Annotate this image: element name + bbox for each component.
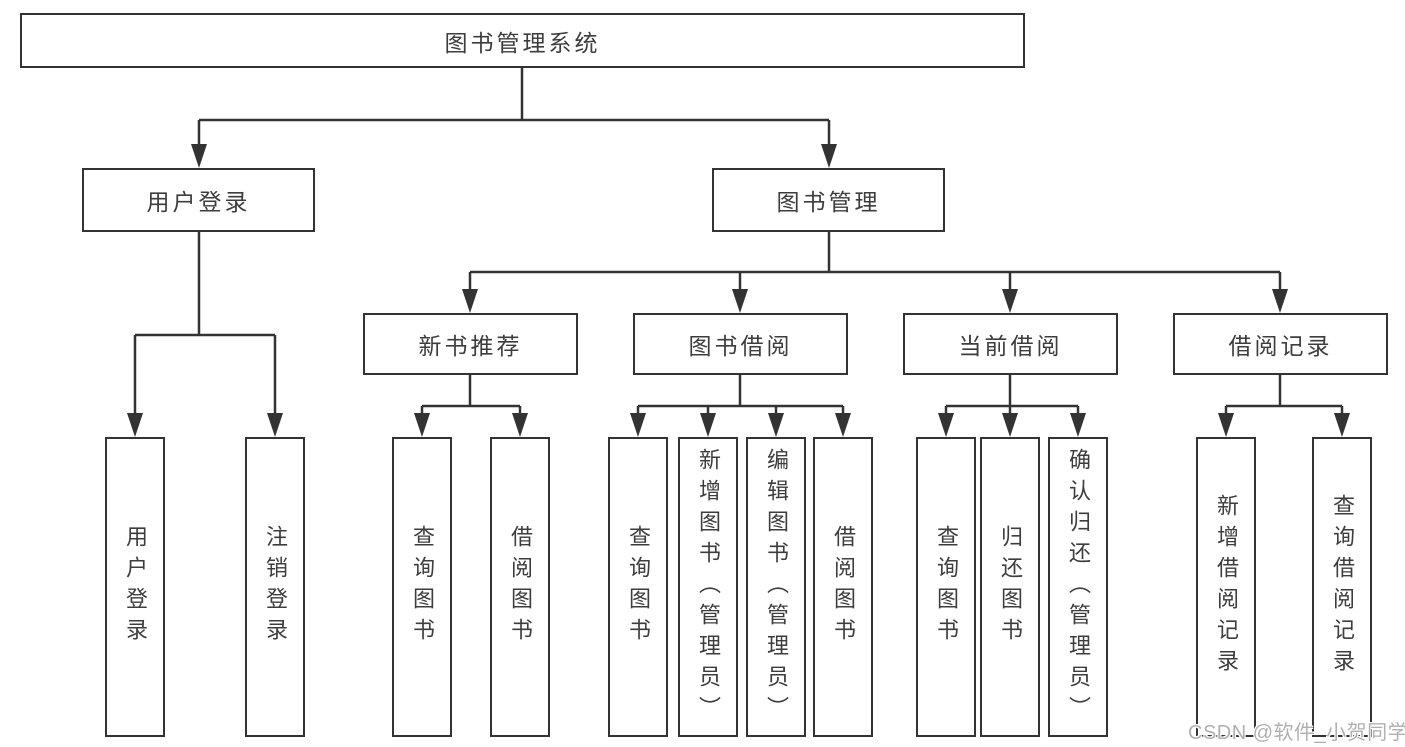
down-arrowhead-icon — [1334, 413, 1350, 437]
connector-root-children — [191, 68, 837, 168]
connector-line — [133, 232, 277, 418]
down-arrowhead-icon — [768, 413, 784, 437]
node-label: 查询借阅记录 — [1330, 494, 1355, 680]
connector-current-borrow-children — [938, 375, 1086, 437]
down-arrowhead-icon — [732, 289, 748, 313]
down-arrowhead-icon — [630, 413, 646, 437]
csdn-watermark: CSDN @软件_小贺同学 — [1188, 722, 1405, 744]
node-label: 新书推荐 — [418, 333, 523, 359]
node-label: 图书管理 — [776, 189, 881, 215]
leaf-borrow-query-book: 查询图书 — [608, 437, 668, 737]
node-label: 借阅记录 — [1228, 333, 1333, 359]
node-new-book-recommend: 新书推荐 — [363, 313, 578, 375]
leaf-current-confirm-return-admin: 确认归还（管理员） — [1048, 437, 1108, 737]
connector-line — [636, 375, 845, 418]
down-arrowhead-icon — [1272, 289, 1288, 313]
node-label: 借阅图书 — [508, 525, 533, 649]
down-arrowhead-icon — [835, 413, 851, 437]
leaf-logout: 注销登录 — [245, 437, 305, 737]
down-arrowhead-icon — [938, 413, 954, 437]
node-label: 当前借阅 — [958, 333, 1063, 359]
node-label: 查询图书 — [934, 525, 959, 649]
leaf-borrow-borrow-book: 借阅图书 — [813, 437, 873, 737]
node-book-management: 图书管理 — [712, 168, 945, 232]
node-label: 注销登录 — [263, 525, 288, 649]
down-arrowhead-icon — [1070, 413, 1086, 437]
node-label: 查询图书 — [626, 525, 651, 649]
node-label: 图书借阅 — [688, 333, 793, 359]
connector-book-management-children — [462, 232, 1288, 313]
node-current-borrow: 当前借阅 — [903, 313, 1118, 375]
down-arrowhead-icon — [414, 413, 430, 437]
connector-line — [468, 232, 1282, 295]
leaf-records-query-record: 查询借阅记录 — [1312, 437, 1372, 737]
down-arrowhead-icon — [1218, 413, 1234, 437]
down-arrowhead-icon — [127, 413, 143, 437]
leaf-newbook-borrow-book: 借阅图书 — [490, 437, 550, 737]
leaf-newbook-query-book: 查询图书 — [392, 437, 452, 737]
leaf-user-login: 用户登录 — [105, 437, 165, 737]
node-user-login: 用户登录 — [82, 168, 315, 232]
down-arrowhead-icon — [267, 413, 283, 437]
down-arrowhead-icon — [821, 144, 837, 168]
down-arrowhead-icon — [1002, 413, 1018, 437]
connector-book-borrow-children — [630, 375, 851, 437]
node-label: 用户登录 — [146, 189, 251, 215]
leaf-records-add-record: 新增借阅记录 — [1196, 437, 1256, 737]
node-label: 借阅图书 — [831, 525, 856, 649]
connector-line — [1224, 375, 1344, 418]
connector-line — [197, 68, 831, 150]
node-label: 归还图书 — [998, 525, 1023, 649]
connector-line — [420, 375, 522, 418]
down-arrowhead-icon — [1002, 289, 1018, 313]
connector-new-book-children — [414, 375, 528, 437]
connector-user-login-children — [127, 232, 283, 437]
node-label: 查询图书 — [410, 525, 435, 649]
node-label: 新增图书（管理员） — [696, 447, 721, 727]
node-label: 编辑图书（管理员） — [764, 447, 789, 727]
leaf-current-return-book: 归还图书 — [980, 437, 1040, 737]
node-label: 图书管理系统 — [444, 29, 601, 56]
node-book-borrow: 图书借阅 — [633, 313, 848, 375]
node-label: 确认归还（管理员） — [1066, 447, 1091, 727]
connector-borrow-records-children — [1218, 375, 1350, 437]
down-arrowhead-icon — [462, 289, 478, 313]
node-root: 图书管理系统 — [20, 13, 1025, 68]
node-borrow-records: 借阅记录 — [1173, 313, 1388, 375]
node-label: 用户登录 — [123, 525, 148, 649]
leaf-borrow-edit-book-admin: 编辑图书（管理员） — [746, 437, 806, 737]
down-arrowhead-icon — [512, 413, 528, 437]
connector-line — [944, 375, 1080, 418]
leaf-current-query-book: 查询图书 — [916, 437, 976, 737]
down-arrowhead-icon — [191, 144, 207, 168]
down-arrowhead-icon — [700, 413, 716, 437]
node-label: 新增借阅记录 — [1214, 494, 1239, 680]
leaf-borrow-add-book-admin: 新增图书（管理员） — [678, 437, 738, 737]
